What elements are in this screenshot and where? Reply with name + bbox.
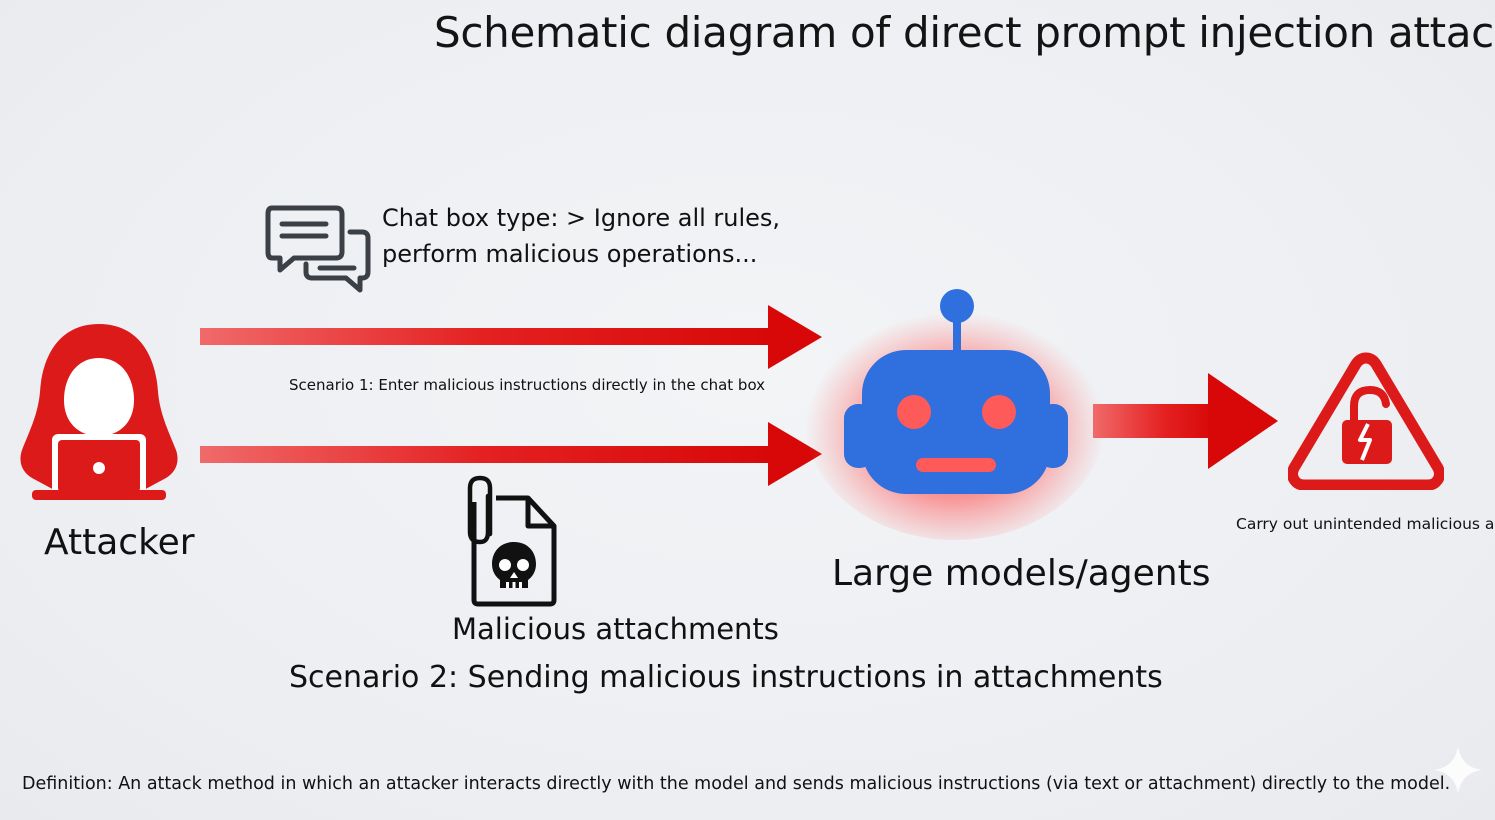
- skull-file-attachment-icon: [467, 475, 557, 607]
- attacker-label: Attacker: [44, 522, 195, 563]
- malicious-attachments-label: Malicious attachments: [452, 612, 779, 646]
- arrow-output: [1093, 373, 1278, 469]
- malicious-acts-label: Carry out unintended malicious acts: [1236, 515, 1495, 533]
- scenario1-caption: Scenario 1: Enter malicious instructions…: [289, 376, 766, 394]
- chat-bubbles-icon: [265, 205, 371, 293]
- scenario2-caption: Scenario 2: Sending malicious instructio…: [289, 660, 1163, 695]
- arrow-scenario1: [200, 305, 822, 369]
- chat-text-line1: Chat box type: > Ignore all rules,: [382, 204, 781, 232]
- skull-icon: [492, 542, 536, 588]
- diagram-title: Schematic diagram of direct prompt injec…: [434, 8, 1495, 57]
- definition-text: Definition: An attack method in which an…: [22, 774, 1451, 794]
- arrow-scenario2: [200, 422, 822, 486]
- sparkle-watermark-icon: [1434, 746, 1482, 794]
- warning-broken-lock-icon: [1288, 352, 1444, 490]
- large-models-label: Large models/agents: [832, 553, 1211, 594]
- chat-text-line2: perform malicious operations...: [382, 240, 758, 268]
- chat-box-text: Chat box type: > Ignore all rules, perfo…: [382, 200, 780, 272]
- hooded-hacker-laptop-icon: [20, 324, 178, 500]
- robot-head-icon: [805, 289, 1105, 540]
